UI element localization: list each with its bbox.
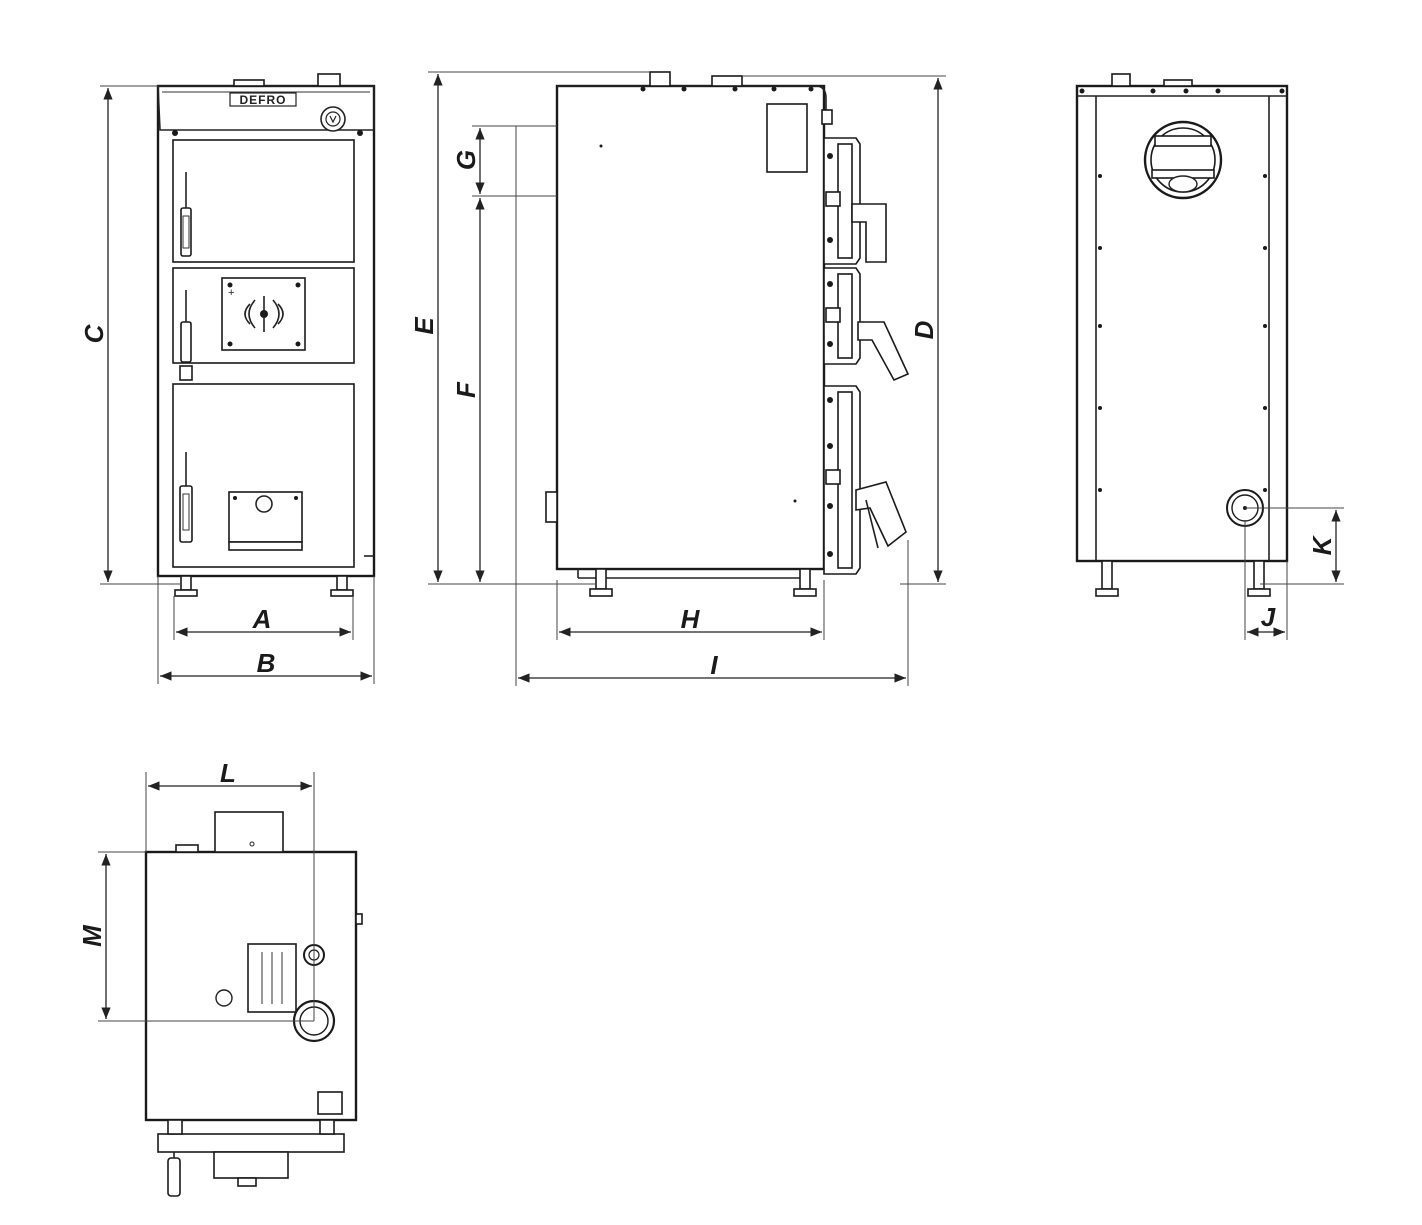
top-rating-plate [247,943,297,1013]
dim-label-D: D [909,320,939,339]
thermometer-gauge-icon [320,106,346,132]
dim-label-M: M [77,924,107,947]
side-lower-door [823,385,907,575]
upper-door-handle [180,172,192,257]
air-regulator-panel: + [221,277,306,351]
dim-label-C: C [79,323,109,343]
top-dimensions: L M [77,758,315,1022]
dim-label-B: B [257,648,276,678]
front-dimensions: C A B [79,85,375,684]
dim-label-I: I [710,650,718,680]
side-view [545,71,910,597]
ash-regulator-panel [228,491,303,551]
side-upper-door [823,137,887,265]
lower-door-handle [179,452,193,543]
brand-logo: DEFRO [229,92,297,107]
dim-label-L: L [220,758,236,788]
svg-text:+: + [228,287,234,299]
svg-text:DEFRO: DEFRO [240,93,287,107]
front-view: DEFRO [156,73,376,597]
middle-door-handle [180,290,192,363]
dim-label-E: E [409,317,439,335]
dim-label-F: F [451,381,481,398]
rear-view [1075,73,1289,597]
side-middle-door [823,267,910,382]
rear-bolts [1098,174,1267,492]
rating-plate [766,103,808,173]
dim-label-A: A [252,604,272,634]
front-feet [174,575,354,597]
dim-label-J: J [1261,602,1276,632]
top-view [144,811,363,1197]
side-dimensions: E G F D H I [409,71,946,686]
dim-label-G: G [451,150,481,170]
rear-dimensions: K J [1244,507,1344,640]
dim-label-H: H [681,604,701,634]
top-view-handle [167,1152,181,1197]
dim-label-K: K [1307,534,1337,555]
flue-outlet [1143,120,1223,200]
